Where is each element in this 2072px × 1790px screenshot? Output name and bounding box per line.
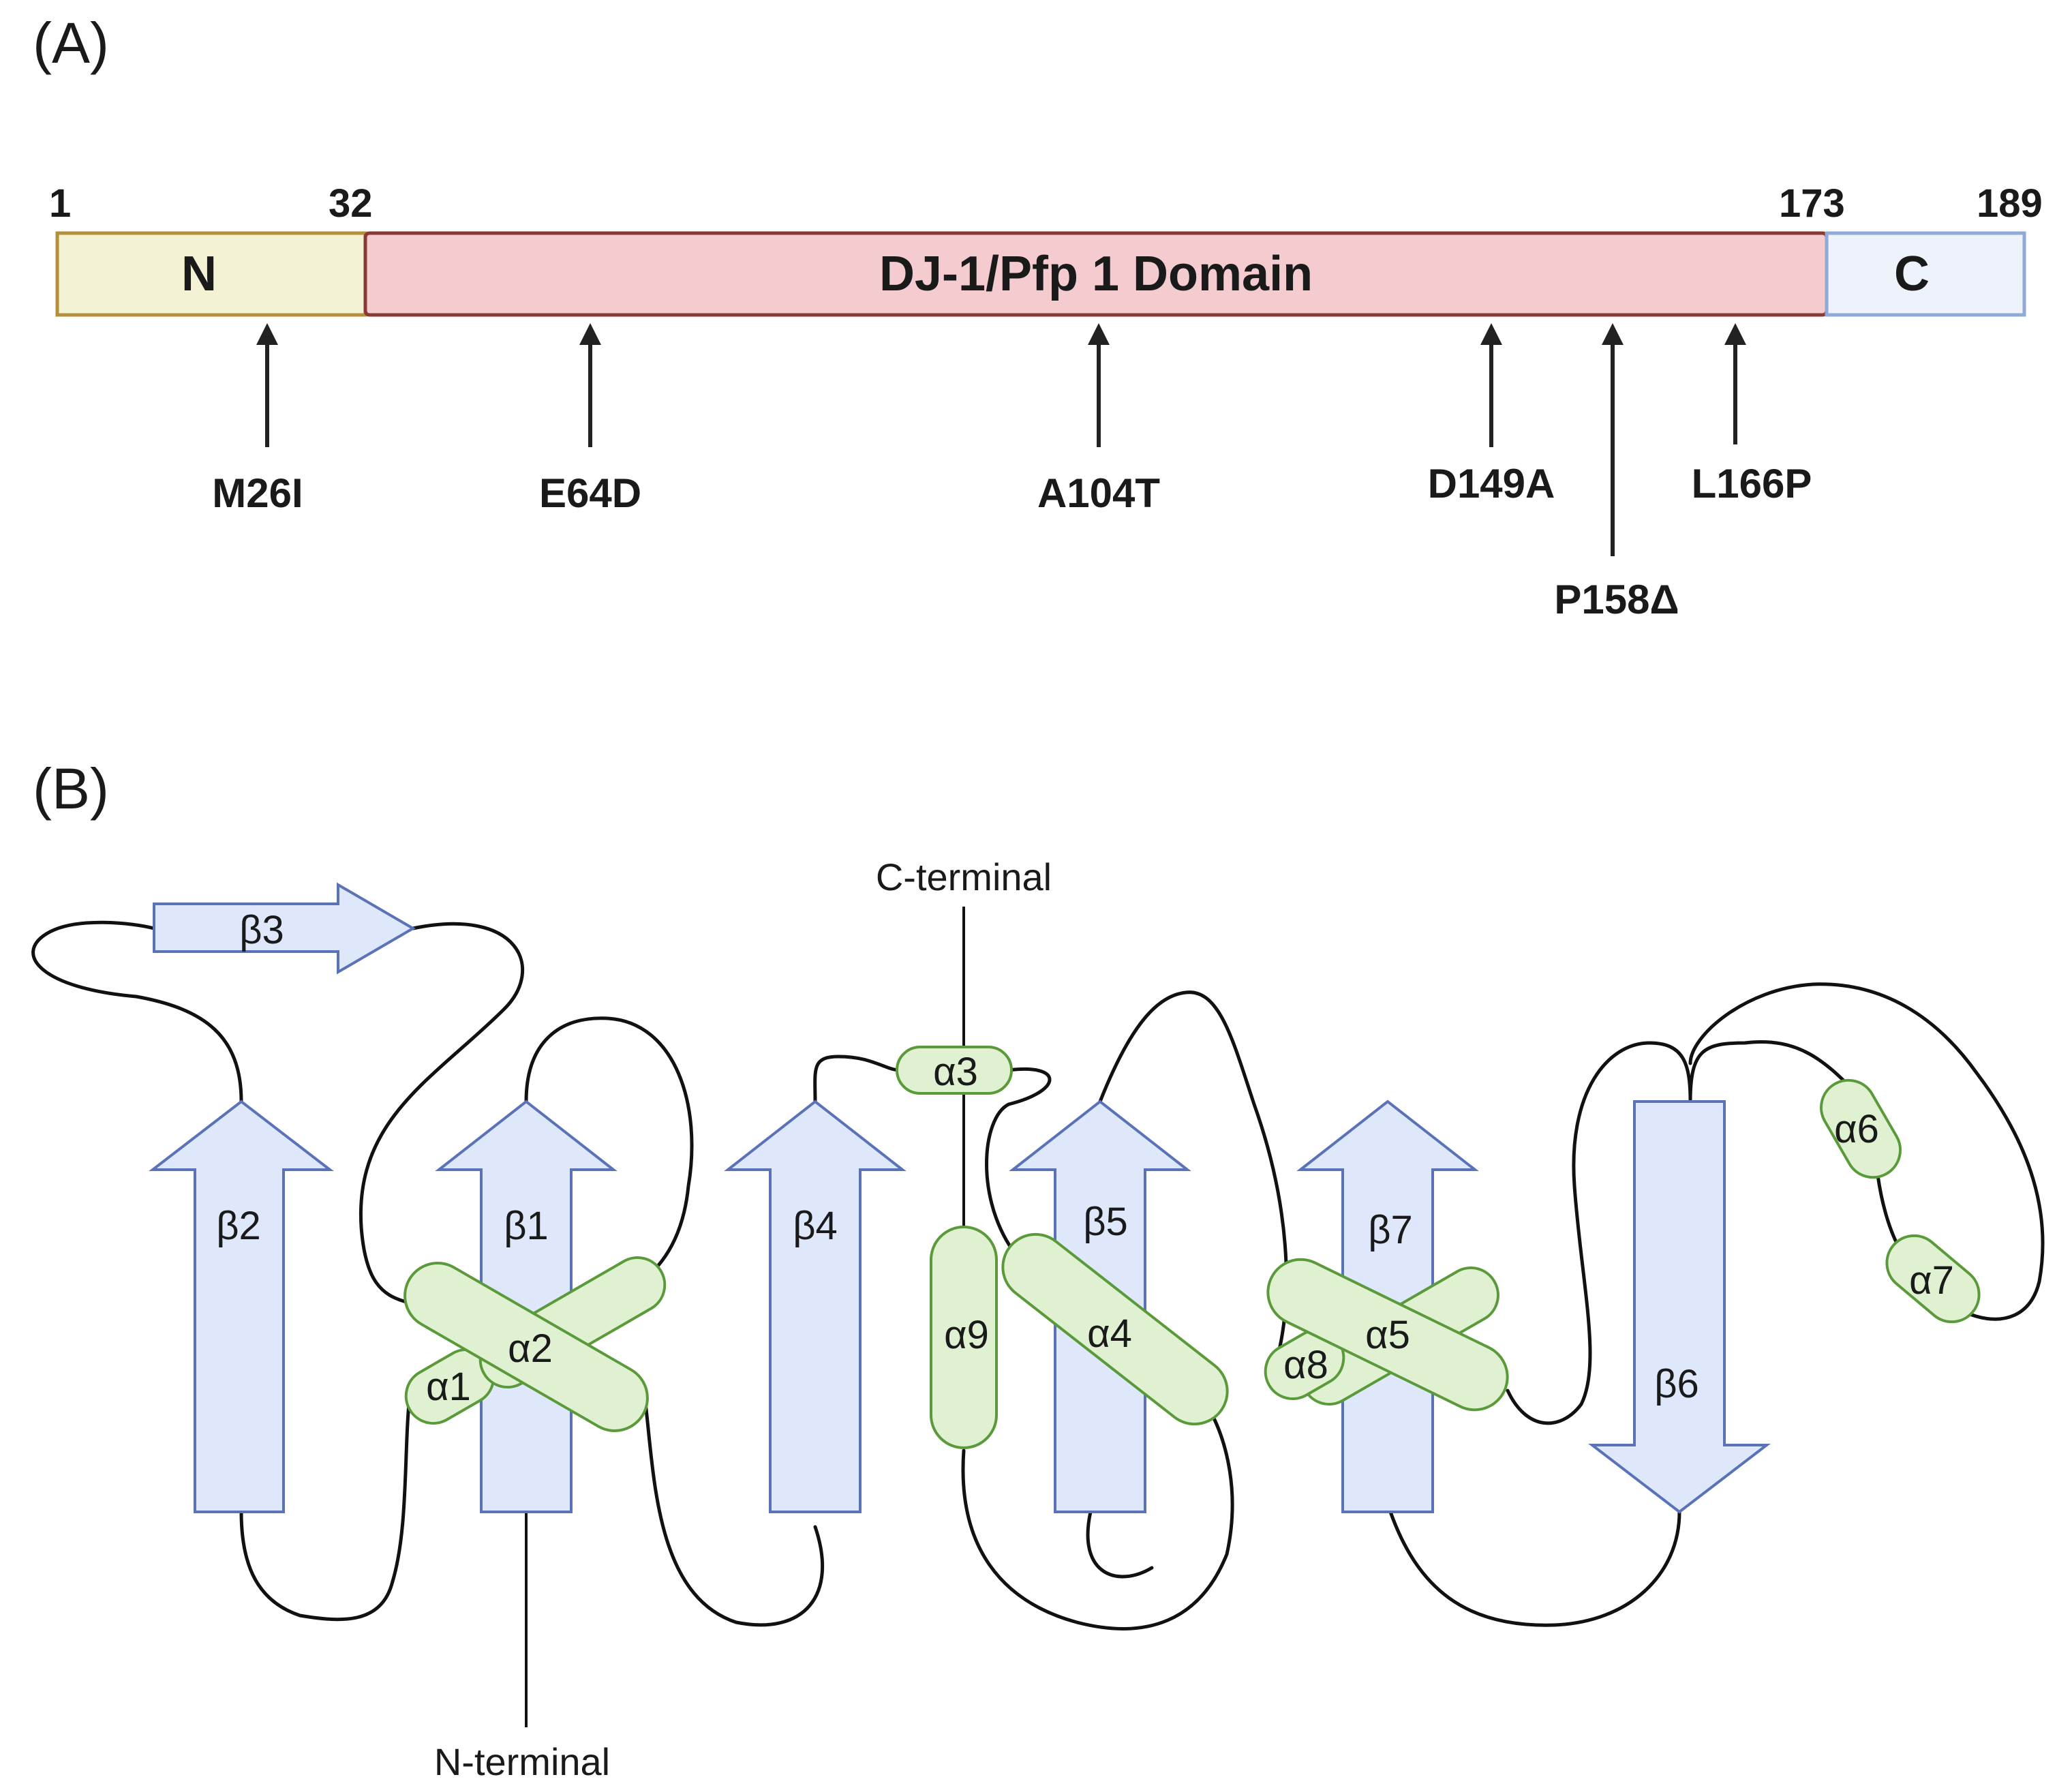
beta2-strand-shape <box>149 1099 334 1513</box>
dj1-domain-label: DJ-1/Pfp 1 Domain <box>879 247 1313 301</box>
alpha5-label: α5 <box>1365 1313 1410 1357</box>
loop-b6-b7 <box>1388 1510 1681 1627</box>
beta6-strand-shape <box>1588 1100 1771 1514</box>
d149a-arrowhead-icon <box>1480 323 1502 345</box>
c-domain-label: C <box>1894 247 1930 301</box>
alpha4-helix-shape <box>1001 1232 1229 1426</box>
loop-a7-end <box>1688 982 2045 1321</box>
alpha6-helix-shape <box>1820 1078 1902 1179</box>
alpha7-helix-shape <box>1885 1234 1981 1324</box>
loop-b4-a3 <box>813 1055 902 1104</box>
alpha9-helix-shape <box>930 1226 998 1449</box>
m26i-arrowhead-icon <box>256 323 278 345</box>
loop-b6-top <box>1688 1040 1856 1104</box>
c-domain-box <box>1825 231 2026 317</box>
d149a-label: D149A <box>1428 461 1555 506</box>
alpha7-label: α7 <box>1909 1258 1954 1303</box>
alpha-helices <box>403 1046 1981 1449</box>
loop-b2-b3 <box>31 920 243 1104</box>
loop-b3-a2 <box>359 922 524 1304</box>
beta1-label: β1 <box>504 1204 549 1248</box>
panel-a: (A) 1 32 173 189 N DJ-1/Pfp 1 Domain C M… <box>33 11 2043 622</box>
alpha8-label: α8 <box>1283 1343 1328 1387</box>
beta5-label: β5 <box>1083 1200 1128 1244</box>
a104t-arrowhead-icon <box>1088 323 1110 345</box>
loop-a3-a4 <box>985 1067 1052 1256</box>
beta7-label: β7 <box>1368 1208 1413 1252</box>
a104t-label: A104T <box>1037 470 1160 516</box>
beta3-strand-shape <box>153 882 416 975</box>
loop-a5-b6 <box>1506 1041 1692 1425</box>
beta6-label: β6 <box>1654 1362 1699 1406</box>
panel-b-label: (B) <box>33 757 109 821</box>
p158d-arrowhead-icon <box>1602 323 1624 345</box>
e64d-arrowhead-icon <box>579 323 601 345</box>
alpha2-label: α2 <box>508 1326 553 1371</box>
panel-b: (B) C-terminal N-terminal <box>31 757 2045 1783</box>
n-domain-box <box>55 231 367 317</box>
alpha4-label: α4 <box>1087 1311 1132 1356</box>
n-terminal-label: N-terminal <box>434 1740 610 1783</box>
panel-a-label: (A) <box>33 11 109 75</box>
alpha2-helix-shape <box>403 1262 649 1432</box>
l166p-arrowhead-icon <box>1724 323 1746 345</box>
loop-a6-a7 <box>1876 1173 1901 1249</box>
position-1-label: 1 <box>49 181 71 226</box>
position-189-label: 189 <box>1977 181 2043 226</box>
position-32-label: 32 <box>329 181 373 226</box>
c-terminal-label: C-terminal <box>876 855 1052 898</box>
n-domain-label: N <box>181 247 217 301</box>
beta2-label: β2 <box>216 1204 261 1248</box>
alpha5-helix-shape <box>1266 1258 1509 1412</box>
loop-a9-b5 <box>961 1402 1234 1630</box>
loop-a2-b4 <box>643 1395 824 1627</box>
loop-a1-b2 <box>239 1389 412 1622</box>
alpha3-label: α3 <box>933 1050 978 1094</box>
loop-b1-top <box>524 1016 694 1297</box>
p158d-label: P158Δ <box>1554 577 1679 622</box>
alpha3-helix-shape <box>896 1046 1013 1095</box>
l166p-label: L166P <box>1692 461 1812 506</box>
alpha1-label: α1 <box>426 1365 471 1409</box>
e64d-label: E64D <box>539 470 641 516</box>
m26i-label: M26I <box>212 470 303 516</box>
beta3-label: β3 <box>239 908 284 952</box>
alpha9-label: α9 <box>944 1313 989 1357</box>
beta4-label: β4 <box>793 1204 838 1248</box>
beta4-strand-shape <box>724 1099 906 1513</box>
position-173-label: 173 <box>1779 181 1845 226</box>
loop-b5-base <box>1086 1510 1154 1579</box>
mutation-arrows <box>256 323 1746 556</box>
alpha6-label: α6 <box>1834 1107 1879 1151</box>
